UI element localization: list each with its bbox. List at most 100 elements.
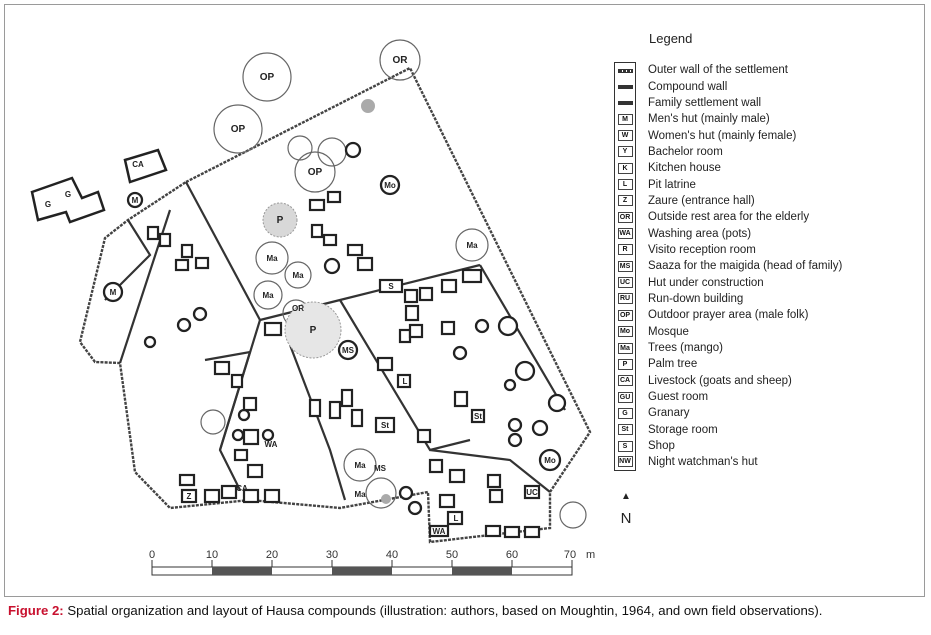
- legend-item: Outer wall of the settlement: [614, 62, 842, 79]
- palm-tree-label: P: [277, 215, 284, 226]
- legend-symbol: [614, 62, 636, 79]
- rest-area-label: OR: [292, 304, 304, 313]
- legend-symbol: R: [614, 241, 636, 259]
- legend-symbol: UC: [614, 274, 636, 291]
- legend-symbol: OR: [614, 209, 636, 226]
- legend-label: Outdoor prayer area (male folk): [648, 309, 809, 322]
- legend-symbol: OP: [614, 307, 636, 324]
- scale-tick: 0: [149, 549, 155, 561]
- mens-hut-label: M: [110, 288, 117, 297]
- legend-label: Outside rest area for the elderly: [648, 211, 810, 224]
- legend-item: Y Bachelor room: [614, 143, 842, 161]
- scale-unit: m: [586, 549, 595, 561]
- mango-tree-label: Ma: [466, 241, 478, 250]
- palm-tree-label: P: [310, 325, 317, 336]
- rooms: [146, 190, 541, 539]
- figure-frame: [4, 4, 925, 597]
- scale-tick: 70: [564, 549, 576, 561]
- legend-label: Shop: [648, 440, 675, 453]
- figure-caption: Figure 2: Spatial organization and layou…: [8, 603, 822, 618]
- prayer-area-label: OP: [231, 124, 246, 135]
- legend-label: Zaure (entrance hall): [648, 194, 755, 207]
- livestock-label: CA: [132, 160, 144, 169]
- entrance-hall-label: Z: [187, 492, 192, 501]
- legend-symbol: [614, 94, 636, 112]
- washing-area-label: WA: [265, 440, 278, 449]
- legend-label: Trees (mango): [648, 342, 723, 355]
- scale-tick: 20: [266, 549, 278, 561]
- saaza-label: MS: [374, 464, 387, 473]
- granary-label: G: [65, 190, 71, 199]
- legend-symbol: S: [614, 437, 636, 455]
- scale-tick: 40: [386, 549, 398, 561]
- legend-label: Compound wall: [648, 80, 728, 93]
- mango-tree-label: Ma: [262, 291, 274, 300]
- legend-item: S Shop: [614, 437, 842, 455]
- legend-symbol: MS: [614, 258, 636, 275]
- legend-symbol: CA: [614, 372, 636, 389]
- legend-label: Outer wall of the settlement: [648, 64, 788, 77]
- mens-hut-label: M: [132, 196, 139, 205]
- legend-label: Granary: [648, 407, 690, 420]
- scale-tick: 50: [446, 549, 458, 561]
- granary-label: G: [45, 200, 51, 209]
- legend-item: R Visito reception room: [614, 241, 842, 259]
- legend-symbol: L: [614, 176, 636, 193]
- mango-tree-label: Ma: [266, 254, 278, 263]
- legend-label: Guest room: [648, 391, 709, 404]
- legend-symbol: M: [614, 111, 636, 128]
- mosque-label: Mo: [544, 456, 556, 465]
- legend-symbol: [614, 78, 636, 95]
- outer-wall: [78, 66, 592, 544]
- legend-symbol: K: [614, 160, 636, 177]
- huts: [102, 141, 567, 516]
- settlement-plan: G G CA CA OP OP OP OR OR P P Ma Ma Ma Ma…: [30, 39, 595, 576]
- caption-label: Figure 2:: [8, 603, 64, 618]
- legend-item: GU Guest room: [614, 388, 842, 406]
- legend-symbol: Y: [614, 143, 636, 161]
- scale-tick: 10: [206, 549, 218, 561]
- legend-symbol: GU: [614, 388, 636, 406]
- legend-item: Z Zaure (entrance hall): [614, 192, 842, 210]
- storage-label: St: [474, 412, 482, 421]
- legend-symbol: G: [614, 405, 636, 422]
- legend-label: Women's hut (mainly female): [648, 129, 797, 142]
- legend-item: Compound wall: [614, 78, 842, 95]
- legend-label: Storage room: [648, 423, 718, 436]
- legend-item: OP Outdoor prayer area (male folk): [614, 307, 842, 324]
- legend-item: G Granary: [614, 405, 842, 422]
- construction-label: UC: [526, 488, 538, 497]
- legend-label: Run-down building: [648, 292, 744, 305]
- saaza-label: MS: [342, 346, 355, 355]
- legend-label: Men's hut (mainly male): [648, 113, 770, 126]
- prayer-area-label: OP: [260, 72, 275, 83]
- scale-tick: 60: [506, 549, 518, 561]
- north-arrow: ▲ N: [614, 492, 638, 528]
- legend-symbol: Z: [614, 192, 636, 210]
- legend-label: Night watchman's hut: [648, 456, 758, 469]
- legend-label: Hut under construction: [648, 276, 764, 289]
- legend-title: Legend: [649, 31, 693, 46]
- legend-label: Family settlement wall: [648, 96, 762, 109]
- mango-tree-label: Ma: [354, 461, 366, 470]
- legend-label: Mosque: [648, 325, 689, 338]
- scale-tick: 30: [326, 549, 338, 561]
- legend-label: Washing area (pots): [648, 227, 752, 240]
- legend-label: Visito reception room: [648, 243, 756, 256]
- scale-bar: 0 10 20 30 40 50 60 70 m: [149, 549, 595, 576]
- legend-symbol: St: [614, 421, 636, 438]
- legend-symbol: WA: [614, 225, 636, 242]
- storage-label: St: [381, 421, 389, 430]
- north-label: N: [620, 510, 632, 527]
- legend-label: Bachelor room: [648, 145, 723, 158]
- legend-item: St Storage room: [614, 421, 842, 438]
